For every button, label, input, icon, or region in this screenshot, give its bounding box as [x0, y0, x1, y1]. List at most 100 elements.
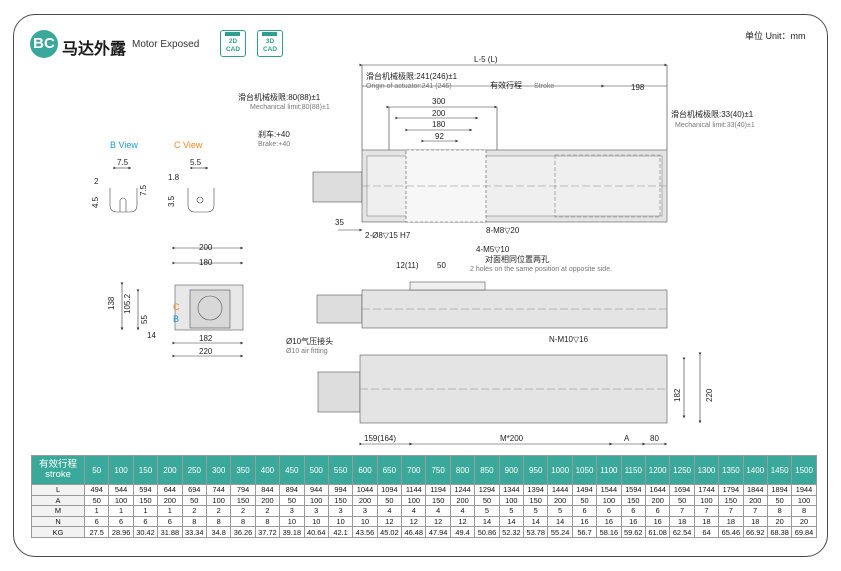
table-cell: 1794: [718, 484, 744, 496]
table-cell: 27.5: [83, 526, 110, 538]
stroke-cell: 300: [205, 455, 232, 485]
table-cell: 31.88: [157, 526, 183, 538]
stroke-cn: 有效行程: [490, 80, 522, 90]
table-cell: 1294: [474, 484, 500, 496]
stroke-cell: 850: [474, 455, 500, 485]
stroke-cell: 700: [401, 455, 427, 485]
stroke-cell: 1200: [644, 455, 671, 485]
table-cell: 52.32: [498, 526, 525, 538]
table-cell: 56.7: [571, 526, 598, 538]
cad-2d-top: 2D: [228, 38, 238, 45]
table-cell: 50: [474, 494, 500, 507]
table-cell: 18: [718, 515, 744, 528]
technical-drawing: L-5 (L) 滑台机械极限:241(246)±1 Origin of actu…: [91, 55, 755, 446]
table-cell: 4: [376, 505, 403, 517]
table-cell: 14: [523, 515, 549, 528]
table-cell: 100: [596, 494, 622, 507]
stroke-cell: 1150: [620, 455, 646, 485]
e-dim-180: 180: [199, 258, 213, 267]
stroke-cell: 150: [132, 455, 159, 485]
table-cell: 150: [523, 494, 549, 507]
origin-241: Origin of actuator:241 (246): [366, 83, 452, 90]
table-cell: 58.16: [596, 526, 622, 538]
stroke-cell: 1450: [766, 455, 793, 485]
p-dim-182: 182: [673, 388, 682, 402]
table-cell: 100: [791, 494, 817, 507]
stroke-cell: 1250: [669, 455, 695, 485]
stroke-en: Stroke: [534, 83, 554, 90]
table-cell: 1394: [523, 484, 549, 496]
table-cell: 150: [425, 494, 451, 507]
table-cell: 6: [108, 515, 134, 528]
table-cell: 2: [181, 505, 207, 517]
table-cell: 4: [425, 505, 451, 517]
table-cell: 64: [693, 526, 720, 538]
table-cell: 100: [205, 494, 232, 507]
table-cell: 8: [181, 515, 207, 528]
table-cell: 1444: [547, 484, 573, 496]
table-cell: 2: [254, 505, 281, 517]
page-title: 马达外露: [62, 41, 127, 58]
dim-300: 300: [432, 97, 446, 106]
b-dim-75v: 7.5: [139, 184, 148, 196]
b-view-drawing: [109, 166, 138, 213]
table-cell: 10: [303, 515, 329, 528]
table-cell: 50: [669, 494, 695, 507]
dim-m200: M*200: [500, 434, 524, 443]
dim-180: 180: [432, 120, 446, 129]
table-cell: 4: [449, 505, 476, 517]
table-cell: 150: [718, 494, 744, 507]
m5-cn: 对面相同位置两孔: [485, 254, 549, 264]
p-dim-220: 220: [705, 388, 714, 402]
top-view: [312, 149, 668, 223]
m5-en: 2 holes on the same position at opposite…: [470, 266, 612, 273]
table-cell: 62.54: [669, 526, 695, 538]
stroke-cell: 1100: [596, 455, 622, 485]
table-cell: 10: [279, 515, 305, 528]
table-cell: 14: [474, 515, 500, 528]
bc-badge: BC: [30, 30, 58, 58]
row-label: N: [31, 515, 85, 528]
fitting-en: Ø10 air fitting: [286, 348, 328, 355]
table-cell: 6: [644, 505, 671, 517]
c-dim-18: 1.8: [168, 173, 180, 182]
table-cell: 644: [157, 484, 183, 496]
stroke-cell: 50: [83, 455, 110, 485]
table-cell: 14: [547, 515, 573, 528]
table-cell: 69.84: [791, 526, 817, 538]
stroke-header-en: stroke: [45, 469, 71, 480]
c-dim-55: 5.5: [190, 158, 202, 167]
table-cell: 1144: [401, 484, 427, 496]
dim-35: 35: [335, 218, 344, 227]
table-cell: 6: [157, 515, 183, 528]
table-cell: 18: [693, 515, 720, 528]
slide-limit-33: 滑台机械极限:33(40)±1: [671, 109, 754, 119]
table-cell: 6: [620, 505, 646, 517]
table-cell: 28.96: [108, 526, 134, 538]
table-cell: 30.42: [132, 526, 159, 538]
table-cell: 50: [766, 494, 793, 507]
table-cell: 59.62: [620, 526, 646, 538]
table-cell: 1944: [791, 484, 817, 496]
table-cell: 100: [108, 494, 134, 507]
b-dim-45: 4.5: [91, 196, 100, 208]
stroke-cell: 800: [449, 455, 476, 485]
table-cell: 5: [547, 505, 573, 517]
table-cell: 7: [669, 505, 695, 517]
stroke-cell: 750: [425, 455, 451, 485]
table-cell: 794: [230, 484, 256, 496]
e-label-c: C: [173, 302, 180, 312]
c-view-label: C View: [174, 140, 203, 150]
table-cell: 3: [279, 505, 305, 517]
table-cell: 50: [571, 494, 598, 507]
table-cell: 47.94: [425, 526, 451, 538]
table-cell: 8: [230, 515, 256, 528]
dim-l: L-5 (L): [474, 55, 498, 64]
table-cell: 494: [83, 484, 110, 496]
